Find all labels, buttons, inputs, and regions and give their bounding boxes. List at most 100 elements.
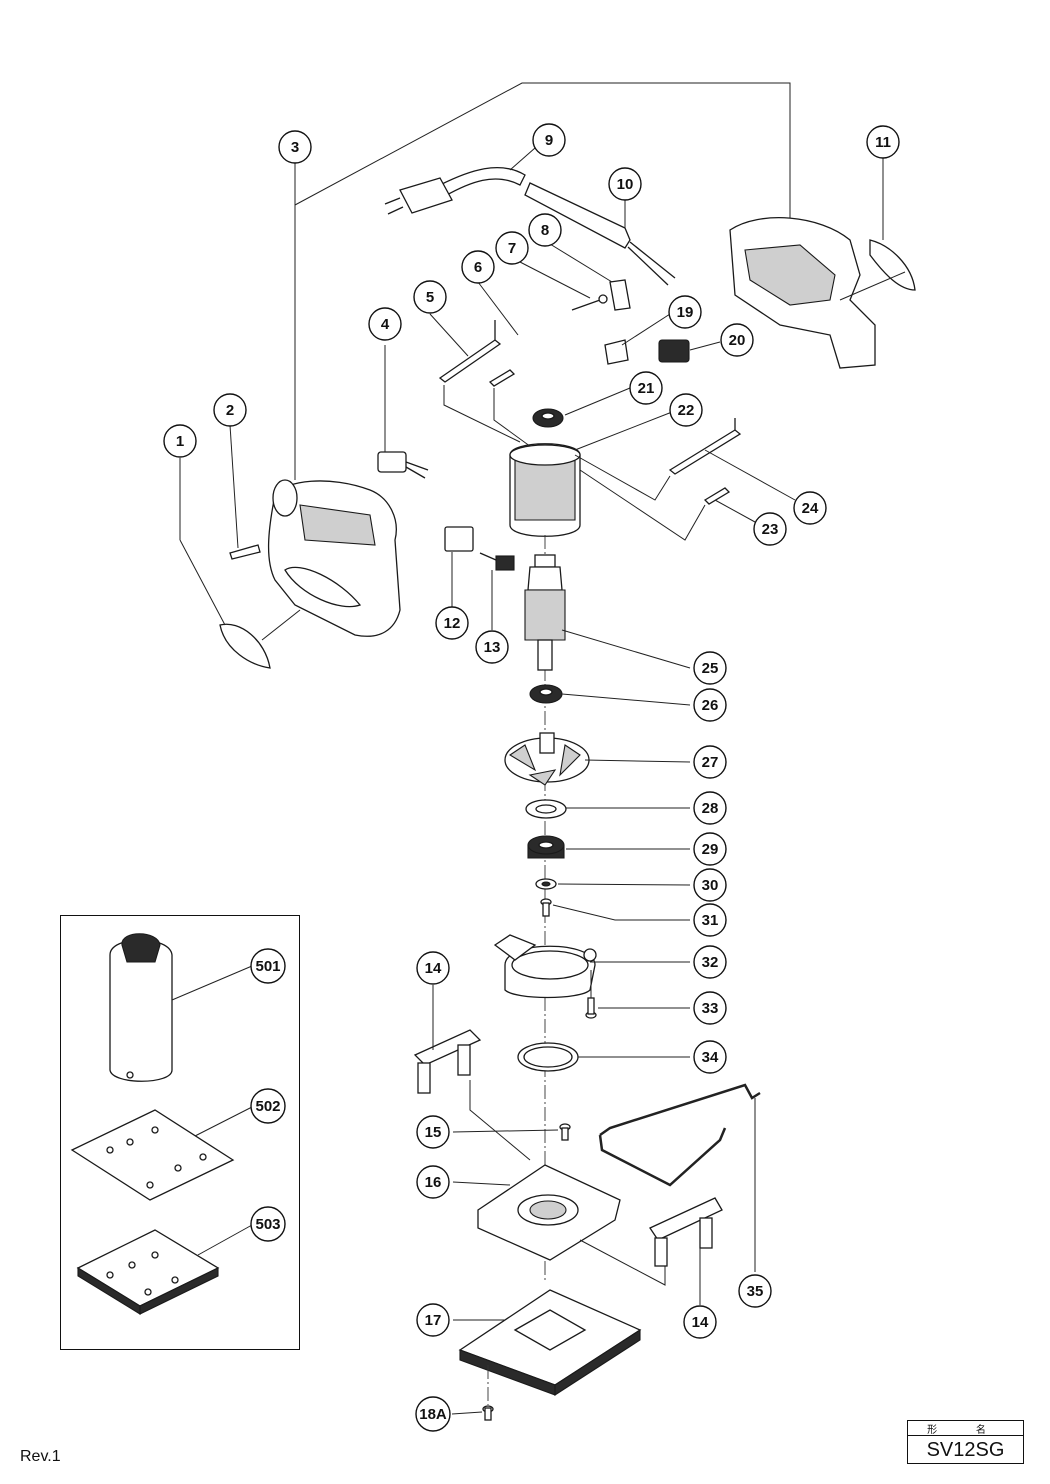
callout-number: 14 (425, 960, 442, 977)
callout-6: 6 (461, 250, 495, 284)
callout-number: 23 (762, 521, 779, 538)
callout-number: 24 (802, 500, 819, 517)
callout-circle (693, 945, 727, 979)
pad-part (453, 1289, 642, 1397)
housing-bracket (294, 82, 791, 480)
callout-circle (793, 491, 827, 525)
callout-24: 24 (793, 491, 827, 525)
callout-circle (738, 1274, 772, 1308)
callout-circle (278, 130, 312, 164)
callout-2: 2 (213, 393, 247, 427)
model-name: SV12SG (926, 1438, 1005, 1461)
callout-circle (435, 606, 469, 640)
callout-number: 20 (729, 332, 746, 349)
support-leg-right-part (649, 1197, 723, 1305)
fan-part (504, 732, 691, 786)
callout-number: 30 (702, 877, 719, 894)
callout-21: 21 (629, 371, 663, 405)
callout-circle (213, 393, 247, 427)
callout-circle (753, 512, 787, 546)
stator-group (509, 387, 673, 537)
bearing-29-part (527, 835, 690, 859)
callout-number: 502 (255, 1098, 280, 1115)
callout-34: 34 (693, 1040, 727, 1074)
callout-number: 22 (678, 402, 695, 419)
carbon-brush-parts (444, 526, 515, 630)
ring-34-part (517, 1042, 690, 1072)
cord-armor-part (524, 182, 676, 286)
callout-number: 6 (474, 259, 482, 276)
callout-circle (693, 791, 727, 825)
accessory-box (60, 915, 300, 1350)
callout-8: 8 (528, 213, 562, 247)
callout-circle (629, 371, 663, 405)
callout-circle (608, 167, 642, 201)
callout-circle (693, 832, 727, 866)
callout-number: 4 (381, 316, 390, 333)
callout-15: 15 (416, 1115, 450, 1149)
callout-10: 10 (608, 167, 642, 201)
callout-circle (683, 1305, 717, 1339)
noise-suppressor-part (377, 345, 429, 479)
callout-4: 4 (368, 307, 402, 341)
callout-22: 22 (669, 393, 703, 427)
callout-1: 1 (163, 424, 197, 458)
callout-31: 31 (693, 903, 727, 937)
callout-circle (250, 1088, 286, 1124)
callout-3: 3 (278, 130, 312, 164)
right-lead-wires (574, 418, 796, 541)
callout-number: 3 (291, 139, 299, 156)
callout-number: 5 (426, 289, 434, 306)
callout-number: 16 (425, 1174, 442, 1191)
callout-number: 34 (702, 1049, 719, 1066)
washer-28-part (525, 799, 690, 819)
revision-label: Rev.1 (20, 1448, 61, 1465)
callout-number: 7 (508, 240, 516, 257)
callout-number: 9 (545, 132, 553, 149)
callout-number: 503 (255, 1216, 280, 1233)
callout-number: 2 (226, 402, 234, 419)
callout-number: 25 (702, 660, 719, 677)
callout-33: 33 (693, 991, 727, 1025)
callout-501: 501 (250, 948, 286, 984)
callout-circle (413, 280, 447, 314)
callout-circle (495, 231, 529, 265)
callout-circle (693, 868, 727, 902)
callout-circle (250, 948, 286, 984)
callout-13: 13 (475, 630, 509, 664)
callout-circle (250, 1206, 286, 1242)
callout-32: 32 (693, 945, 727, 979)
callout-7: 7 (495, 231, 529, 265)
callout-23: 23 (753, 512, 787, 546)
callout-27: 27 (693, 745, 727, 779)
callout-9: 9 (532, 123, 566, 157)
sanding-plate-part (76, 1224, 253, 1315)
callout-16: 16 (416, 1165, 450, 1199)
bearing-housing-part (493, 934, 690, 999)
callout-circle (163, 424, 197, 458)
front-housing-part (179, 424, 401, 669)
callout-number: 21 (638, 380, 655, 397)
callout-number: 8 (541, 222, 549, 239)
bearing-26-part (529, 684, 691, 706)
base-part (452, 1164, 666, 1286)
callout-number: 10 (617, 176, 634, 193)
callout-circle (693, 688, 727, 722)
terminal-and-switch-parts (604, 313, 721, 365)
callout-19: 19 (668, 295, 702, 329)
callout-14-1: 14 (416, 951, 450, 985)
callout-number: 13 (484, 639, 501, 656)
dust-bag-part (109, 933, 253, 1082)
callout-circle (693, 903, 727, 937)
callout-circle (668, 295, 702, 329)
callout-number: 31 (702, 912, 719, 929)
callout-circle (416, 1115, 450, 1149)
rear-handle-housing-part (729, 158, 916, 369)
callout-20: 20 (720, 323, 754, 357)
model-box-header: 形 名 (908, 1421, 1023, 1436)
callout-28: 28 (693, 791, 727, 825)
punch-plate-part (70, 1106, 253, 1201)
washer-30-part (535, 878, 691, 890)
